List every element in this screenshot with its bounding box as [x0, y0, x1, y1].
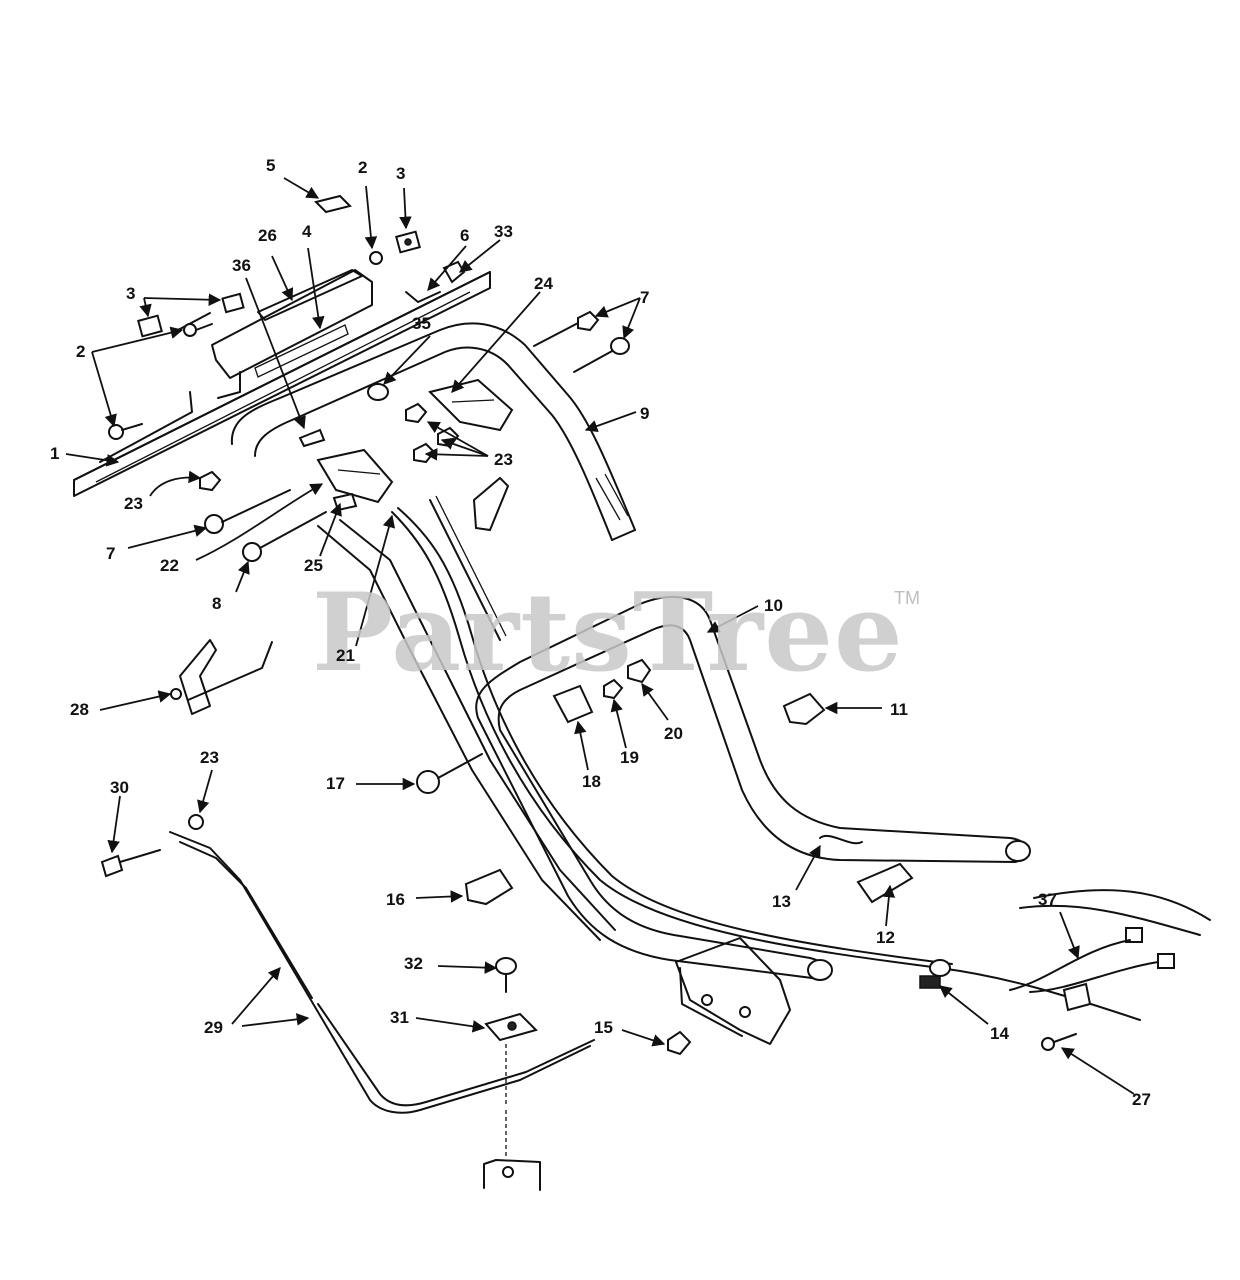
callout-17[interactable]: 17 [326, 774, 345, 793]
callout-11[interactable]: 11 [890, 700, 908, 719]
lower-handle [475, 595, 1031, 981]
control-cables [391, 495, 1211, 1021]
control-rod [99, 312, 211, 463]
callout-23[interactable]: 23 [124, 494, 143, 513]
callout-7[interactable]: 7 [106, 544, 116, 563]
callout-37[interactable]: 37 [1038, 890, 1057, 909]
callout-26[interactable]: 26 [258, 226, 277, 245]
watermark: PartsTree [312, 570, 904, 696]
lower-control-rod [169, 831, 595, 1114]
callout-19[interactable]: 19 [620, 748, 639, 767]
callout-35[interactable]: 35 [412, 314, 431, 333]
callout-14[interactable]: 14 [990, 1024, 1009, 1043]
callout-28[interactable]: 28 [70, 700, 89, 719]
callout-2[interactable]: 2 [76, 342, 86, 361]
callout-33[interactable]: 33 [494, 222, 513, 241]
callout-16[interactable]: 16 [386, 890, 405, 909]
callout-6[interactable]: 6 [460, 226, 470, 245]
callout-1[interactable]: 1 [50, 444, 60, 463]
trademark-mark: TM [894, 588, 920, 608]
callout-2[interactable]: 2 [358, 158, 368, 177]
callout-5[interactable]: 5 [266, 156, 276, 175]
callout-8[interactable]: 8 [212, 594, 222, 613]
upper-handle [230, 322, 636, 941]
callout-23[interactable]: 23 [494, 450, 513, 469]
callout-23[interactable]: 23 [200, 748, 219, 767]
callout-18[interactable]: 18 [582, 772, 601, 791]
callout-32[interactable]: 32 [404, 954, 423, 973]
callout-9[interactable]: 9 [640, 404, 650, 423]
callout-24[interactable]: 24 [534, 274, 553, 293]
callout-13[interactable]: 13 [772, 892, 791, 911]
callout-27[interactable]: 27 [1132, 1090, 1151, 1109]
hardware-parts [100, 194, 1175, 1191]
callout-22[interactable]: 22 [160, 556, 179, 575]
leader-lines [65, 177, 1135, 1095]
callout-7[interactable]: 7 [640, 288, 650, 307]
callout-36[interactable]: 36 [232, 256, 251, 275]
callout-10[interactable]: 10 [764, 596, 783, 615]
callout-3[interactable]: 3 [126, 284, 136, 303]
callout-3[interactable]: 3 [396, 164, 406, 183]
callout-31[interactable]: 31 [390, 1008, 409, 1027]
callout-20[interactable]: 20 [664, 724, 683, 743]
callout-21[interactable]: 21 [336, 646, 355, 665]
callout-25[interactable]: 25 [304, 556, 323, 575]
callout-15[interactable]: 15 [594, 1018, 613, 1037]
callout-30[interactable]: 30 [110, 778, 129, 797]
callout-4[interactable]: 4 [302, 222, 312, 241]
handle-mount-bracket [675, 937, 791, 1045]
console-panel [73, 269, 491, 497]
callout-29[interactable]: 29 [204, 1018, 223, 1037]
callout-12[interactable]: 12 [876, 928, 895, 947]
